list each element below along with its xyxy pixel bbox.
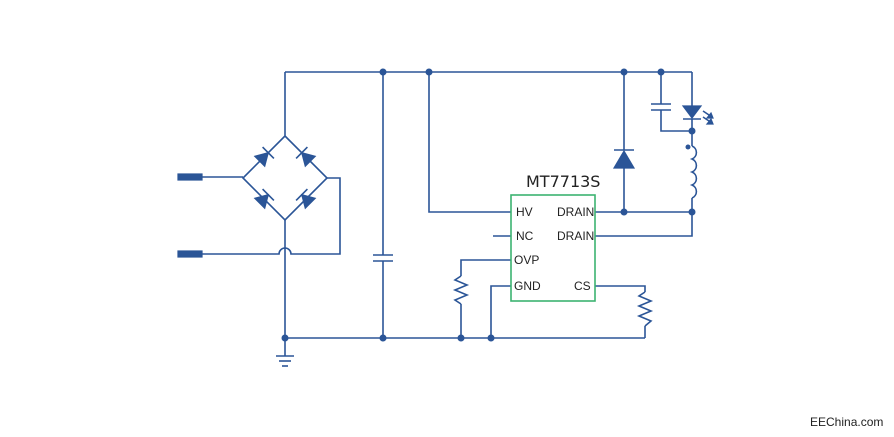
pin-label-cs: CS — [574, 279, 591, 293]
output-capacitor — [651, 72, 692, 132]
pin-label-drain-2: DRAIN — [557, 229, 594, 243]
bulk-capacitor — [373, 72, 393, 338]
chip-name: MT7713S — [526, 172, 600, 191]
pin-label-drain-1: DRAIN — [557, 205, 594, 219]
bridge-diode-upper-left — [253, 146, 275, 168]
controller-ic: MT7713S HV NC OVP GND DRAIN DRAIN CS — [510, 172, 600, 302]
ground-symbol — [276, 338, 294, 367]
cs-sense-resistor — [595, 285, 654, 338]
bridge-diode-upper-right — [295, 146, 317, 168]
bridge-diode-lower-right — [295, 188, 317, 210]
led — [681, 72, 714, 146]
bridge-rectifier — [241, 72, 329, 222]
inductor — [685, 144, 698, 212]
freewheel-diode — [612, 72, 636, 212]
ovp-resistor — [452, 259, 511, 338]
pin-label-ovp: OVP — [514, 253, 539, 267]
watermark-text: EEChina.com — [810, 415, 883, 429]
pin-label-hv: HV — [516, 205, 533, 219]
pin-label-gnd: GND — [514, 279, 541, 293]
pin-label-nc: NC — [516, 229, 534, 243]
ac-input-terminal-top — [177, 173, 203, 181]
bridge-diode-lower-left — [253, 188, 275, 210]
ac-input-terminal-bottom — [177, 250, 203, 258]
